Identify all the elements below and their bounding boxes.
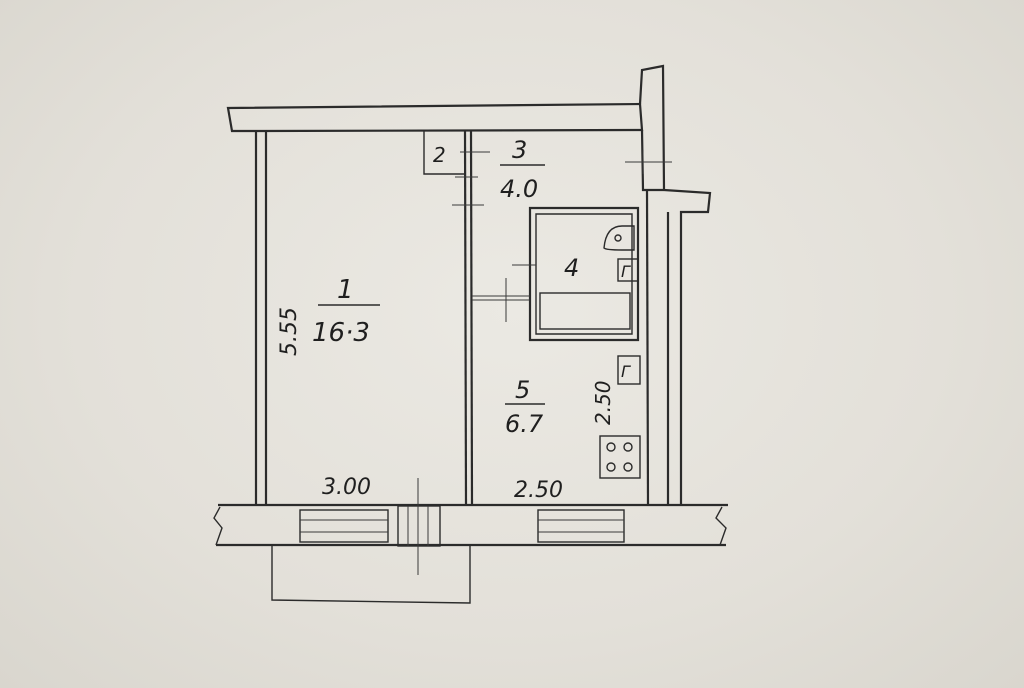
kitchen-room5 [599, 355, 641, 479]
north-wall [226, 64, 666, 192]
room1-number: 1 [337, 275, 354, 305]
bathroom-room4 [472, 206, 640, 342]
kitchen-riser-mark: Г [621, 362, 631, 381]
room5-area: 6.7 [505, 410, 544, 438]
dimension-kitchen-width: 2.50 [514, 478, 563, 503]
partition-main [452, 130, 484, 506]
room1-area: 16·3 [312, 318, 370, 348]
east-wall [645, 188, 712, 506]
bathroom-riser-mark: Г [621, 262, 631, 281]
room5-number: 5 [515, 376, 530, 404]
room4-number: 4 [564, 254, 579, 282]
window-kitchen [537, 509, 625, 543]
dimension-room1-width: 3.00 [322, 475, 371, 500]
south-wall [213, 503, 728, 547]
balcony-door [397, 478, 441, 575]
window-room1 [299, 509, 389, 543]
dimension-room1-length: 5.55 [277, 307, 302, 356]
room3-number: 3 [512, 136, 527, 164]
closet-room2 [423, 131, 490, 175]
balcony [271, 546, 471, 604]
room3-area: 4.0 [500, 175, 538, 203]
dimension-kitchen-length: 2.50 [591, 380, 615, 425]
corridor-room3 [625, 150, 672, 174]
room2-number: 2 [433, 143, 446, 167]
west-wall [254, 131, 268, 505]
